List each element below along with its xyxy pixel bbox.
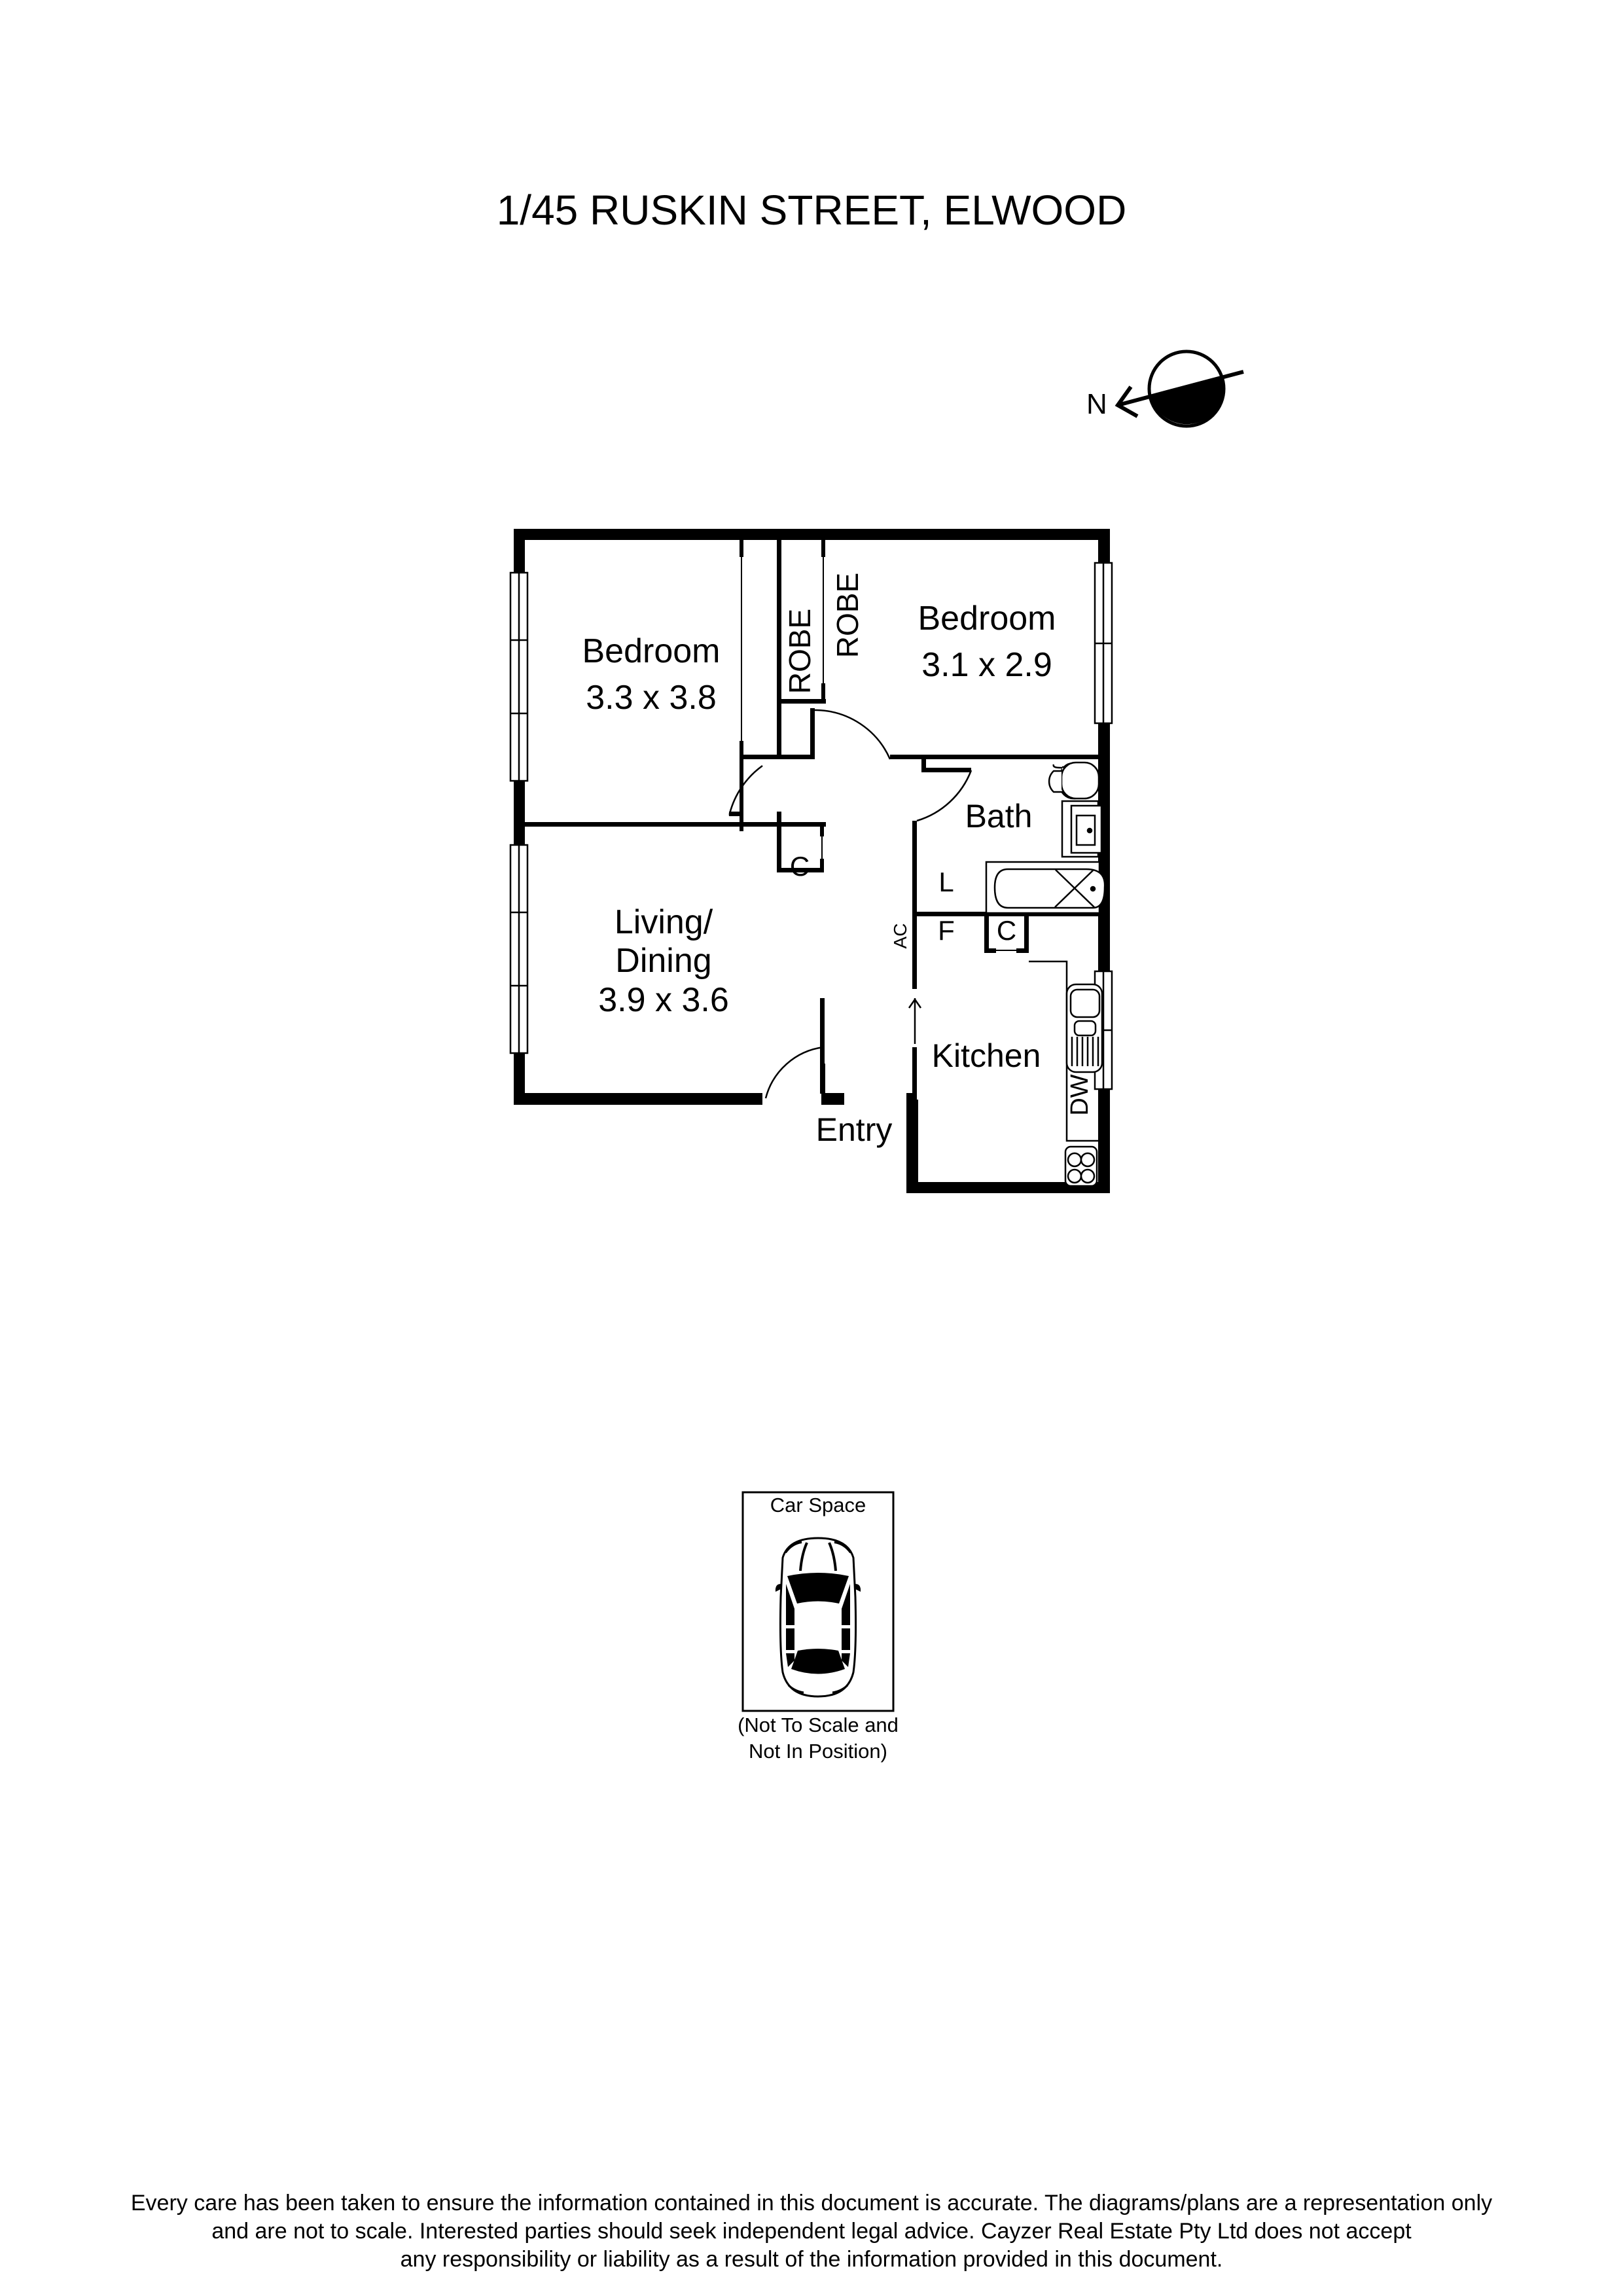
robe1-label: ROBE xyxy=(783,609,817,694)
window-left-bedroom xyxy=(509,571,529,782)
kitchen-label: Kitchen xyxy=(932,1037,1041,1074)
bathtub-icon xyxy=(985,861,1106,914)
living-closet-label: C xyxy=(790,851,810,882)
kitchen-closet-label: C xyxy=(997,915,1016,946)
kitchen-sink-icon xyxy=(1065,983,1103,1073)
laundry-label: L xyxy=(938,867,954,897)
bedroom2-dimensions: 3.1 x 2.9 xyxy=(921,646,1052,684)
north-arrow-icon: N xyxy=(1086,350,1244,428)
aircon-label: AC xyxy=(890,924,910,949)
disclaimer-line3: any responsibility or liability as a res… xyxy=(400,2247,1223,2272)
living-dimensions: 3.9 x 3.6 xyxy=(598,981,728,1019)
entry-label: Entry xyxy=(816,1111,893,1148)
basin-icon xyxy=(1061,800,1103,858)
car-space-note-line1: (Not To Scale and xyxy=(738,1713,899,1736)
car-space-note-line2: Not In Position) xyxy=(749,1740,887,1763)
car-icon xyxy=(775,1537,861,1698)
bath-label: Bath xyxy=(965,798,1033,834)
car-space-note: (Not To Scale and Not In Position) xyxy=(707,1712,929,1765)
disclaimer-line1: Every care has been taken to ensure the … xyxy=(130,2191,1493,2215)
bedroom2-label: Bedroom xyxy=(918,600,1056,637)
disclaimer-line2: and are not to scale. Interested parties… xyxy=(211,2219,1412,2244)
car-space-title: Car Space xyxy=(770,1494,866,1516)
car-space xyxy=(741,1491,895,1712)
ac-opening-arrow-icon xyxy=(908,997,922,1044)
living-label-line1: Living/ xyxy=(615,903,713,941)
fridge-label: F xyxy=(938,915,955,946)
living-label-line2: Dining xyxy=(615,942,711,980)
compass-label: N xyxy=(1086,388,1107,420)
robe2-label: ROBE xyxy=(830,573,865,658)
bedroom1-label: Bedroom xyxy=(582,632,721,670)
window-right-bedroom xyxy=(1094,562,1113,725)
bedroom1-dimensions: 3.3 x 3.8 xyxy=(586,679,716,717)
toilet-icon xyxy=(1048,761,1100,800)
door-swings xyxy=(728,709,972,1099)
interior-walls xyxy=(525,540,1099,1100)
disclaimer: Every care has been taken to ensure the … xyxy=(0,2189,1623,2274)
window-left-living xyxy=(509,844,529,1054)
page-title: 1/45 RUSKIN STREET, ELWOOD xyxy=(496,187,1127,234)
dishwasher-label: DW xyxy=(1066,1074,1094,1115)
cooktop-icon xyxy=(1064,1145,1098,1187)
sliding-doors xyxy=(741,557,1016,951)
